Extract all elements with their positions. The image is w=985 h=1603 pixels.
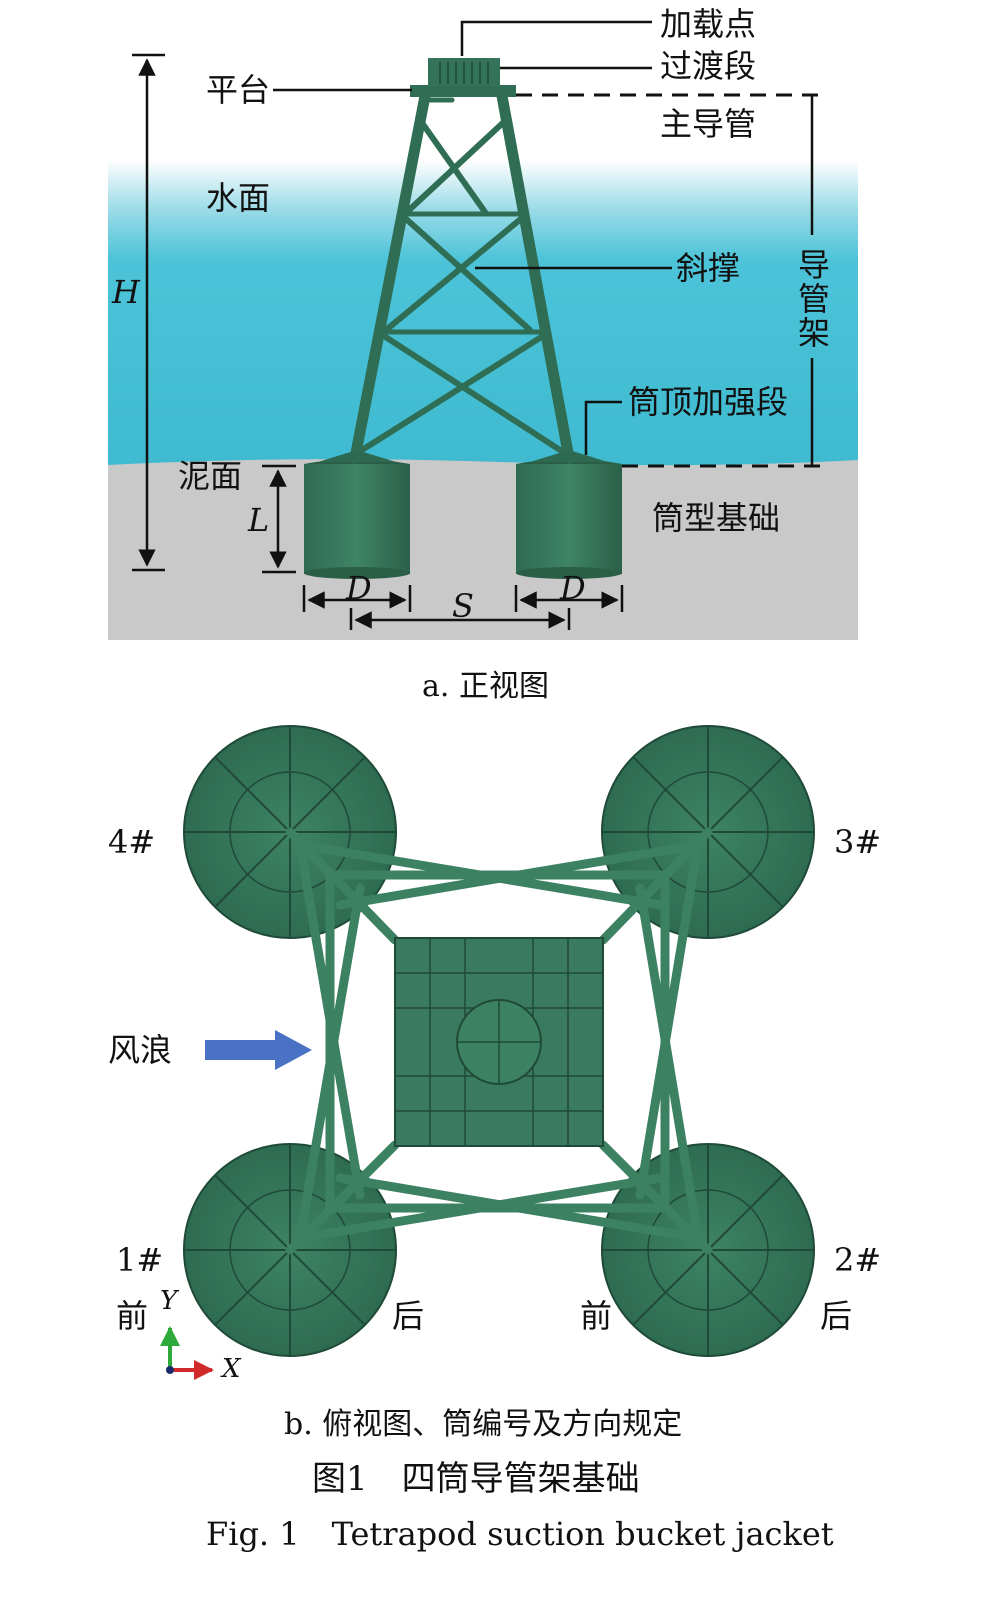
top-view [160,725,815,1380]
dim-label-D1: D [346,569,372,607]
dimension-D-right [514,585,624,612]
caption-top-view: b. 俯视图、筒编号及方向规定 [284,1407,683,1442]
dashed-levels [516,93,820,468]
dimension-S [349,608,571,630]
label-bucket-4: 4# [108,823,156,861]
dimension-H [132,53,165,572]
label-platform: 平台 [206,71,271,109]
label-bucket-top: 筒顶加强段 [628,383,789,421]
axis-label-y: Y [160,1286,178,1316]
caption-front-view: a. 正视图 [422,669,549,704]
dimension-L [262,464,296,574]
axis-label-x: X [222,1354,241,1384]
platform [410,58,516,97]
front-view [108,20,858,640]
label-water-surface: 水面 [206,179,271,217]
label-front-1: 前 [116,1297,149,1335]
label-mud-surface: 泥面 [178,457,243,495]
label-wind-wave: 风浪 [108,1031,173,1069]
figure-caption-cn: 图1 四筒导管架基础 [312,1459,640,1499]
dimension-D-left [302,585,412,612]
label-back-1: 后 [392,1297,425,1335]
label-bucket-1: 1# [116,1241,164,1279]
jacket-frame [349,90,575,464]
dim-label-D2: D [560,569,586,607]
label-bucket-foundation: 筒型基础 [652,499,781,537]
label-transition: 过渡段 [660,47,757,85]
label-bucket-3: 3# [834,823,882,861]
label-bucket-2: 2# [834,1241,882,1279]
label-front-2: 前 [580,1297,613,1335]
bucket-top-cones [318,450,608,462]
seabed-region [108,459,858,640]
figure-caption-en: Fig. 1 Tetrapod suction bucket jacket [206,1515,834,1553]
bucket-right [516,459,622,579]
platform-top [394,937,604,1147]
label-brace: 斜撑 [676,249,741,287]
label-jacket: 导管架 [797,246,830,352]
label-back-2: 后 [820,1297,853,1335]
label-main-pipe: 主导管 [660,105,757,143]
label-loading-point: 加载点 [660,5,757,43]
leader-lines [273,20,672,455]
bucket-left [304,459,410,579]
wind-wave-arrow [205,1030,312,1070]
dim-label-L: L [248,501,270,539]
top-braces [285,827,713,1255]
axis-triad [160,1326,214,1380]
dim-label-S: S [452,587,474,625]
dim-label-H: H [112,273,140,311]
